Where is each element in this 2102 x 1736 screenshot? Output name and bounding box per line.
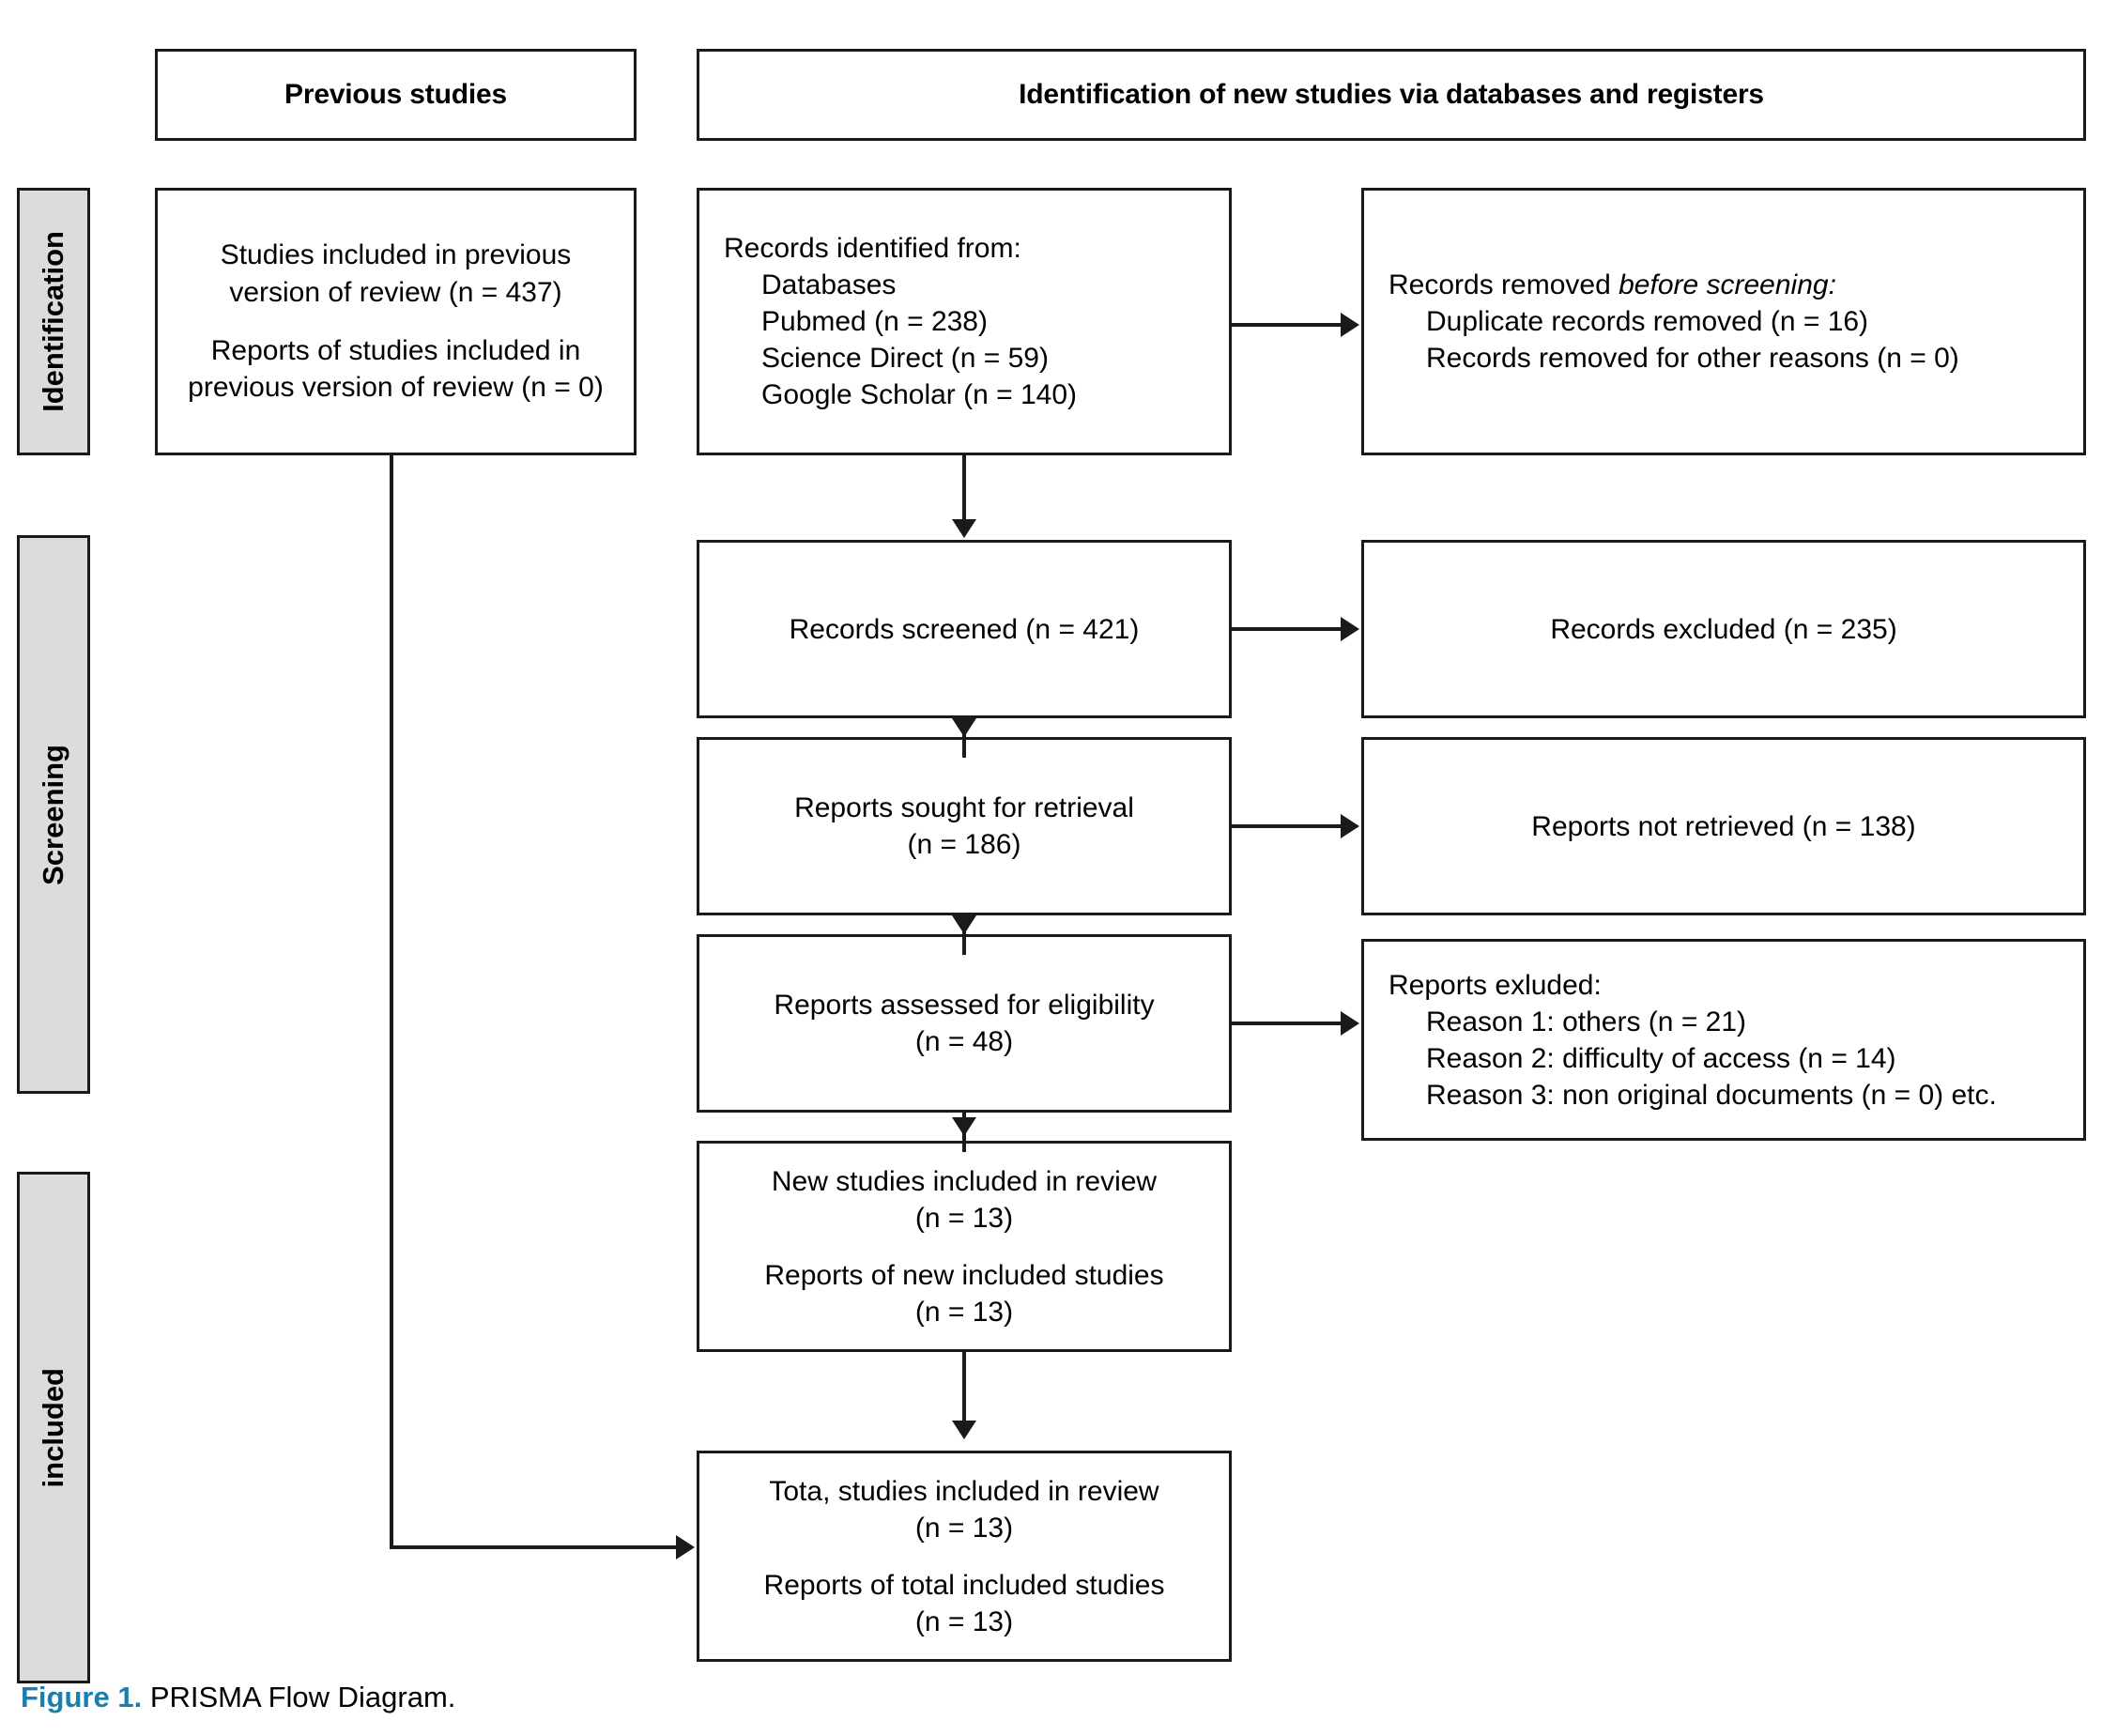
records-screened-label: Records screened (n = 421) (789, 613, 1140, 645)
records-excluded-label: Records excluded (n = 235) (1550, 613, 1897, 645)
connector-identified-to-screened (962, 455, 966, 523)
arrow-identified-to-screened (952, 519, 976, 538)
records-removed-title: Records removed before screening: (1389, 267, 2102, 303)
box-previous-studies-included: Studies included in previous version of … (155, 188, 637, 455)
total-studies-paragraph-1: Tota, studies included in review (n = 13… (699, 1473, 1229, 1546)
arrow-total-studies-inbound (952, 1421, 976, 1439)
reports-excluded-title: Reports exluded: (1389, 969, 1602, 1001)
new-studies-paragraph-1: New studies included in review (n = 13) (699, 1163, 1229, 1237)
phase-band-identification: Identification (17, 188, 90, 455)
connector-previous-to-total-horizontal (390, 1545, 678, 1549)
figure-number-label: Figure 1. (21, 1681, 143, 1713)
arrow-sought-to-not-retrieved (1341, 814, 1359, 838)
records-removed-title-plain: Records removed (1389, 269, 1619, 300)
box-records-screened: Records screened (n = 421) (697, 540, 1232, 718)
arrow-previous-to-total (676, 1535, 695, 1559)
records-removed-title-italic: before screening: (1619, 269, 1836, 300)
previous-studies-paragraph-1: Studies included in previous version of … (220, 239, 572, 308)
reports-not-retrieved-label: Reports not retrieved (n = 138) (1531, 810, 1916, 842)
records-identified-item: Science Direct (n = 59) (761, 343, 1049, 374)
records-identified-item: Google Scholar (n = 140) (761, 379, 1078, 410)
header-identification-new-studies-label: Identification of new studies via databa… (1019, 79, 1764, 110)
previous-studies-paragraph-2: Reports of studies included in previous … (188, 334, 604, 404)
phase-band-included-label: included (37, 1367, 69, 1488)
new-studies-line-3: Reports of new included studies (764, 1259, 1164, 1291)
reports-excluded-item: Reason 1: others (n = 21) (1426, 1006, 1747, 1037)
phase-band-identification-label: Identification (37, 231, 69, 412)
new-studies-paragraph-2: Reports of new included studies (n = 13) (699, 1257, 1229, 1330)
reports-assessed-line-1: Reports assessed for eligibility (774, 990, 1155, 1021)
reports-excluded-item: Reason 3: non original documents (n = 0)… (1426, 1079, 1997, 1111)
connector-sought-to-not-retrieved (1232, 824, 1343, 828)
total-studies-line-2: (n = 13) (914, 1512, 1014, 1544)
box-new-studies-included: New studies included in review (n = 13) … (697, 1141, 1232, 1352)
figure-caption-text: PRISMA Flow Diagram. (142, 1681, 456, 1713)
box-reports-sought-for-retrieval: Reports sought for retrieval (n = 186) (697, 737, 1232, 915)
records-identified-title: Records identified from: (724, 233, 1021, 264)
records-removed-item: Records removed for other reasons (n = 0… (1426, 343, 1959, 374)
connector-sought-to-assessed (962, 915, 966, 955)
reports-sought-line-2: (n = 186) (907, 829, 1021, 860)
arrow-assessed-to-excluded (1341, 1011, 1359, 1036)
total-studies-line-1: Tota, studies included in review (769, 1475, 1159, 1507)
total-studies-line-4: (n = 13) (914, 1605, 1014, 1637)
box-records-identified: Records identified from: Databases Pubme… (697, 188, 1232, 455)
arrow-new-studies-inbound (952, 1117, 976, 1136)
new-studies-line-2: (n = 13) (914, 1202, 1014, 1234)
header-identification-new-studies: Identification of new studies via databa… (697, 49, 2086, 141)
arrow-assessed-inbound (952, 915, 976, 934)
box-total-studies-included: Tota, studies included in review (n = 13… (697, 1451, 1232, 1662)
reports-excluded-item: Reason 2: difficulty of access (n = 14) (1426, 1042, 1896, 1074)
new-studies-line-1: New studies included in review (771, 1165, 1158, 1197)
connector-new-to-total-studies (962, 1352, 966, 1427)
new-studies-line-4: (n = 13) (914, 1296, 1014, 1328)
phase-band-screening-label: Screening (37, 744, 69, 885)
phase-band-included: included (17, 1172, 90, 1683)
box-reports-not-retrieved: Reports not retrieved (n = 138) (1361, 737, 2086, 915)
arrow-screened-to-excluded (1341, 617, 1359, 641)
connector-identified-to-removed (1232, 323, 1343, 327)
box-reports-assessed-for-eligibility: Reports assessed for eligibility (n = 48… (697, 934, 1232, 1113)
reports-assessed-line-2: (n = 48) (914, 1026, 1014, 1057)
box-records-removed-before-screening: Records removed before screening: Duplic… (1361, 188, 2086, 455)
connector-previous-to-total-vertical (390, 455, 393, 1549)
connector-screened-to-excluded (1232, 627, 1343, 631)
arrow-identified-to-removed (1341, 313, 1359, 337)
phase-band-screening: Screening (17, 535, 90, 1094)
box-records-excluded: Records excluded (n = 235) (1361, 540, 2086, 718)
header-previous-studies-label: Previous studies (284, 79, 507, 110)
box-reports-excluded: Reports exluded: Reason 1: others (n = 2… (1361, 939, 2086, 1141)
connector-screened-to-sought (962, 718, 966, 758)
records-identified-item: Databases (761, 269, 897, 300)
reports-sought-line-1: Reports sought for retrieval (794, 792, 1134, 823)
records-identified-item: Pubmed (n = 238) (761, 306, 988, 337)
connector-assessed-to-excluded (1232, 1022, 1343, 1025)
figure-caption: Figure 1. PRISMA Flow Diagram. (21, 1681, 455, 1714)
total-studies-paragraph-2: Reports of total included studies (n = 1… (699, 1567, 1229, 1640)
header-previous-studies: Previous studies (155, 49, 637, 141)
total-studies-line-3: Reports of total included studies (763, 1569, 1165, 1601)
arrow-screened-to-sought (952, 718, 976, 737)
records-removed-item: Duplicate records removed (n = 16) (1426, 306, 1869, 337)
